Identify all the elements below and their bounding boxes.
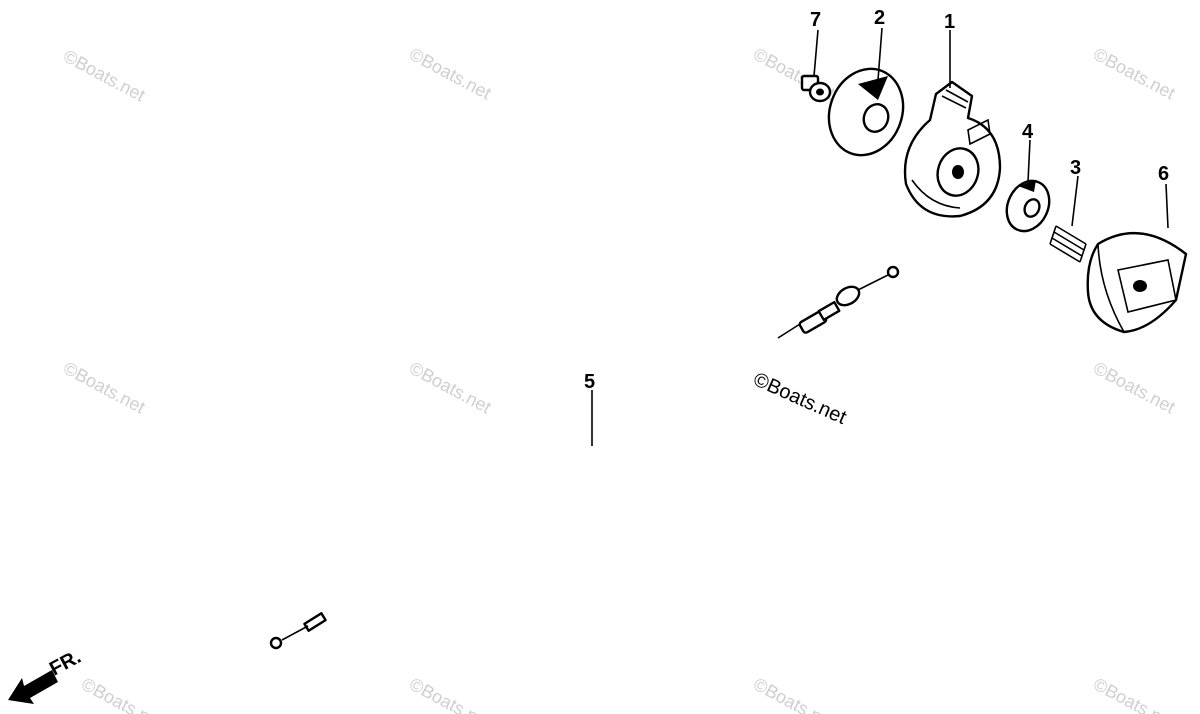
callout-1: 1	[944, 11, 955, 33]
part-1-lever-housing	[903, 80, 1002, 218]
part-6-cover	[1086, 231, 1188, 334]
watermark-text: ©Boats.net	[406, 674, 494, 714]
callout-7: 7	[810, 9, 821, 31]
watermark-text: ©Boats.net	[60, 46, 148, 106]
watermark-text: ©Boats.net	[78, 674, 166, 714]
callout-4: 4	[1022, 121, 1034, 143]
callout-5: 5	[584, 371, 595, 393]
watermark-text: ©Boats.net	[60, 358, 148, 418]
part-4-ring	[1005, 179, 1051, 233]
part-3-spring	[1049, 225, 1087, 263]
callout-6: 6	[1158, 163, 1169, 185]
watermark-text: ©Boats.net	[1090, 358, 1178, 418]
watermark-grid: ©Boats.net ©Boats.net ©Boats.net ©Boats.…	[60, 44, 1178, 714]
callouts: 7 2 1 4 3 6 5	[584, 7, 1169, 393]
callout-3: 3	[1070, 157, 1081, 179]
watermark-text: ©Boats.net	[750, 674, 838, 714]
watermark-text: ©Boats.net	[1090, 674, 1178, 714]
watermark-main: ©Boats.net	[750, 368, 850, 429]
part-2-washer	[827, 67, 905, 157]
watermark-text: ©Boats.net	[406, 358, 494, 418]
part-5-cable	[269, 265, 900, 650]
leader-lines	[591, 27, 1169, 446]
part-7-bolt	[800, 74, 832, 103]
callout-2: 2	[874, 7, 885, 29]
watermark-text: ©Boats.net	[406, 44, 494, 104]
arrow-left-icon	[8, 670, 58, 704]
front-direction-indicator: FR.	[8, 646, 85, 704]
watermark-text: ©Boats.net	[1090, 44, 1178, 104]
